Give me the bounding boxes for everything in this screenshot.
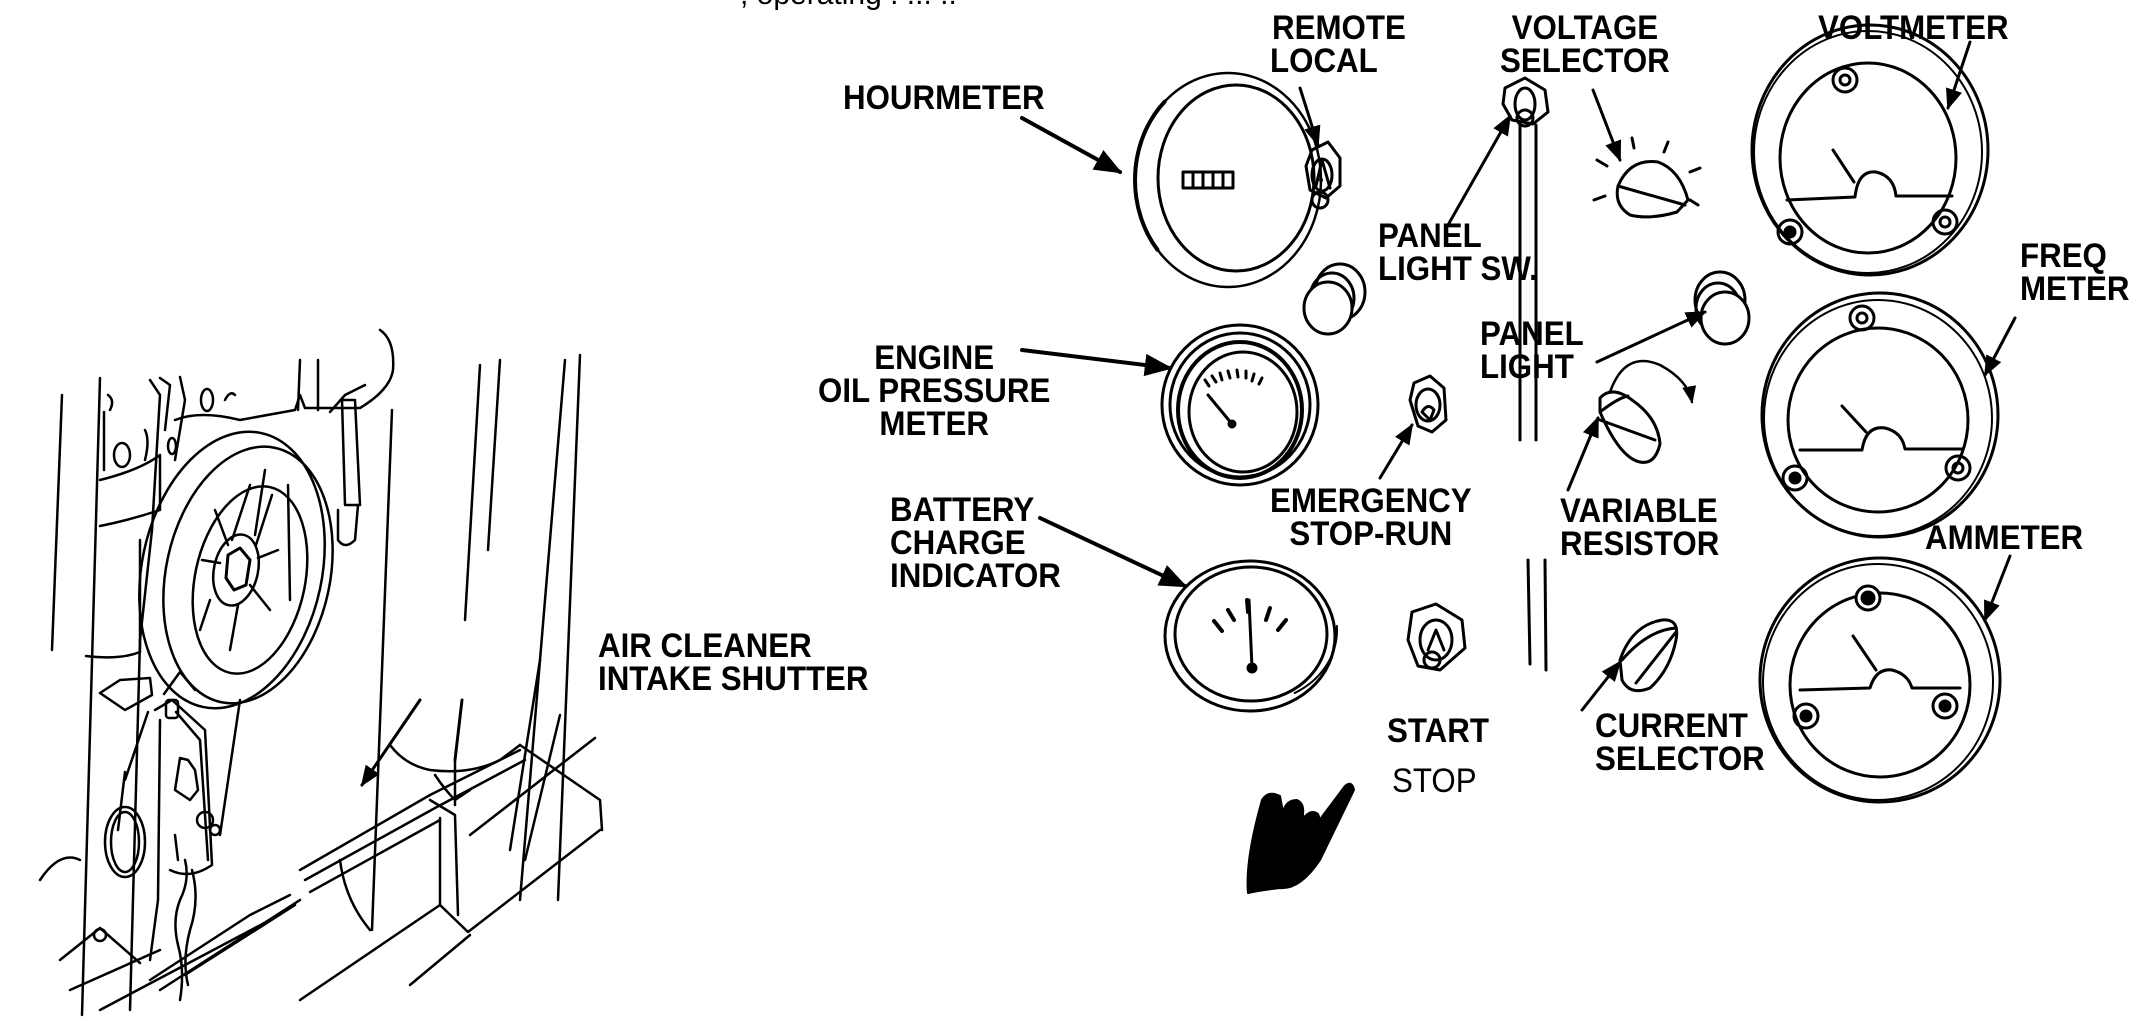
ammeter-gauge xyxy=(1758,556,2002,804)
variable-resistor-knob xyxy=(1598,359,1697,464)
label-engine-oil-pressure-meter: ENGINE OIL PRESSURE METER xyxy=(818,339,1051,443)
panel-light-sw-leader xyxy=(1446,114,1512,227)
pointing-hand-icon xyxy=(1246,782,1355,894)
remote-local-switch xyxy=(1304,140,1342,210)
freq-meter-leader xyxy=(1983,316,2017,377)
panel-light-right xyxy=(1693,270,1751,346)
start-stop-switch xyxy=(1406,558,1548,672)
label-panel-light-sw: PANEL LIGHT SW. xyxy=(1378,217,1538,288)
local-leader xyxy=(1298,86,1321,148)
label-stop: STOP xyxy=(1392,762,1477,800)
current-selector-leader xyxy=(1580,660,1622,712)
label-freq-meter: FREQ METER xyxy=(2020,237,2130,308)
label-current-selector: CURRENT SELECTOR xyxy=(1595,707,1765,778)
panel-light-left xyxy=(1302,262,1367,336)
emergency-leader xyxy=(1378,423,1414,480)
voltmeter-leader xyxy=(1946,40,1972,110)
voltage-selector-knob xyxy=(1592,136,1702,219)
emergency-stop-run-switch xyxy=(1408,374,1448,434)
top-text-fragment: , operating . ... .. xyxy=(740,0,957,12)
label-remote: REMOTE xyxy=(1272,9,1406,47)
label-panel-light: PANEL LIGHT xyxy=(1480,315,1584,386)
label-emergency-stop-run: EMERGENCY STOP-RUN xyxy=(1270,482,1472,553)
panel-light-switch xyxy=(1501,76,1550,442)
label-variable-resistor: VARIABLE RESISTOR xyxy=(1560,492,1720,563)
ammeter-leader xyxy=(1983,554,2012,622)
voltage-selector-leader xyxy=(1591,88,1622,162)
current-selector-knob xyxy=(1618,618,1679,693)
voltmeter-gauge xyxy=(1750,23,1990,277)
panel-light-leader xyxy=(1595,310,1707,364)
label-local: LOCAL xyxy=(1270,42,1378,80)
hourmeter-leader xyxy=(1020,116,1123,174)
label-hourmeter: HOURMETER xyxy=(843,79,1045,117)
engine-oil-leader xyxy=(1020,348,1173,377)
label-voltmeter: VOLTMETER xyxy=(1818,9,2009,47)
engine-assembly xyxy=(38,328,604,1017)
variable-resistor-leader xyxy=(1566,416,1600,492)
air-cleaner-leader-lines xyxy=(360,698,464,787)
label-start: START xyxy=(1387,712,1489,750)
label-ammeter: AMMETER xyxy=(1925,519,2084,557)
label-air-cleaner-intake-shutter: AIR CLEANER INTAKE SHUTTER xyxy=(598,627,869,698)
engine-oil-pressure-gauge xyxy=(1160,323,1320,487)
battery-charge-gauge xyxy=(1163,557,1338,713)
label-battery-charge-indicator: BATTERY CHARGE INDICATOR xyxy=(890,491,1061,595)
label-voltage-selector: VOLTAGE SELECTOR xyxy=(1500,9,1670,80)
battery-charge-leader xyxy=(1038,516,1188,588)
freq-meter-gauge xyxy=(1760,291,2000,539)
hourmeter-gauge xyxy=(1133,71,1323,289)
